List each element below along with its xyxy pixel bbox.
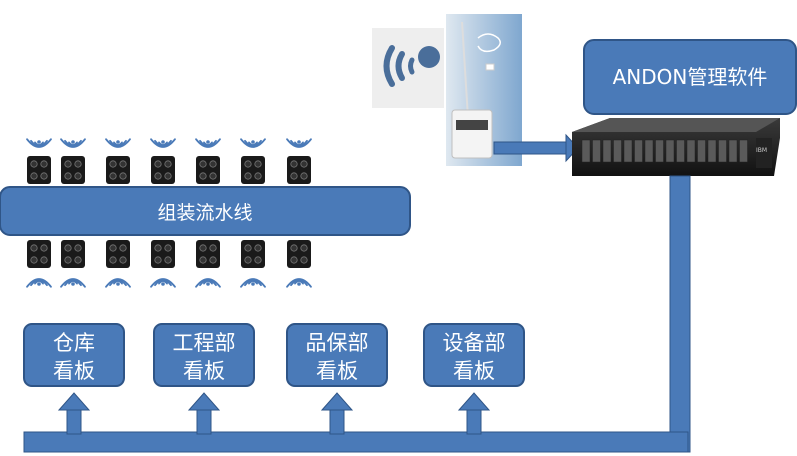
server-drive-bay [644,139,654,163]
assembly-line-box: 组装流水线 [0,186,411,236]
wifi-icon [286,138,312,148]
server-drive-bay [655,139,664,163]
wifi-icon [60,138,86,148]
andon-terminal [106,156,130,184]
server-to-bus-connector [669,175,691,453]
andon-terminal [241,156,265,184]
bus-to-board-arrow [187,392,221,435]
andon-terminal [287,240,311,268]
board-label-line2: 看板 [453,359,495,383]
wifi-icon [240,138,266,148]
wifi-icon [195,138,221,148]
board-label-line1: 仓库 [53,331,95,355]
server-drive-bay [739,139,748,163]
server-drive-bay [676,139,685,163]
andon-terminal [241,240,265,268]
wifi-icon [60,278,86,288]
andon-terminal [61,156,85,184]
server-drive-bay [697,139,706,163]
andon-terminal [287,156,311,184]
board-label-line1: 设备部 [443,331,506,355]
server-drive-bay [602,139,612,163]
wifi-signal-image [372,28,444,108]
server-drive-bay [718,139,727,163]
server-brand: IBM [756,147,767,154]
andon-software-label: ANDON管理软件 [613,65,768,89]
server-drive-bay [581,139,591,163]
server-image: IBM [572,118,780,176]
wifi-icon [26,138,52,148]
wifi-icon [240,278,266,288]
server-drive-bay [634,139,643,163]
andon-terminal [151,240,175,268]
wireless-gateway-image [446,14,522,166]
board-label-line2: 看板 [316,359,358,383]
andon-terminal [196,240,220,268]
andon-terminal [27,240,51,268]
bus-to-board-arrow [320,392,354,435]
assembly-line-label: 组装流水线 [157,202,252,224]
andon-software-box: ANDON管理软件 [583,39,797,115]
wifi-icon [26,278,52,288]
server-drive-bay [623,139,633,163]
bus-to-board-arrow [57,392,91,435]
bottom-bus [23,431,689,453]
board-label-line2: 看板 [53,359,95,383]
andon-terminal [106,240,130,268]
board-label-line1: 工程部 [173,331,236,355]
wifi-icon [105,278,131,288]
server-drive-bay [665,139,675,163]
server-drive-bay [592,139,601,163]
wifi-icon [286,278,312,288]
andon-terminal [196,156,220,184]
andon-terminal [61,240,85,268]
server-drive-bay [707,139,717,163]
andon-terminals [26,138,312,288]
board-label-line2: 看板 [183,359,225,383]
server-drive-bay [613,139,622,163]
server-drive-bay [686,139,696,163]
server-drive-bay [728,139,738,163]
wifi-icon [105,138,131,148]
board-label-line1: 品保部 [306,331,369,355]
andon-terminal [151,156,175,184]
bus-to-board-arrow [457,392,491,435]
wifi-icon [150,278,176,288]
wifi-icon [195,278,221,288]
wifi-icon [150,138,176,148]
andon-terminal [27,156,51,184]
